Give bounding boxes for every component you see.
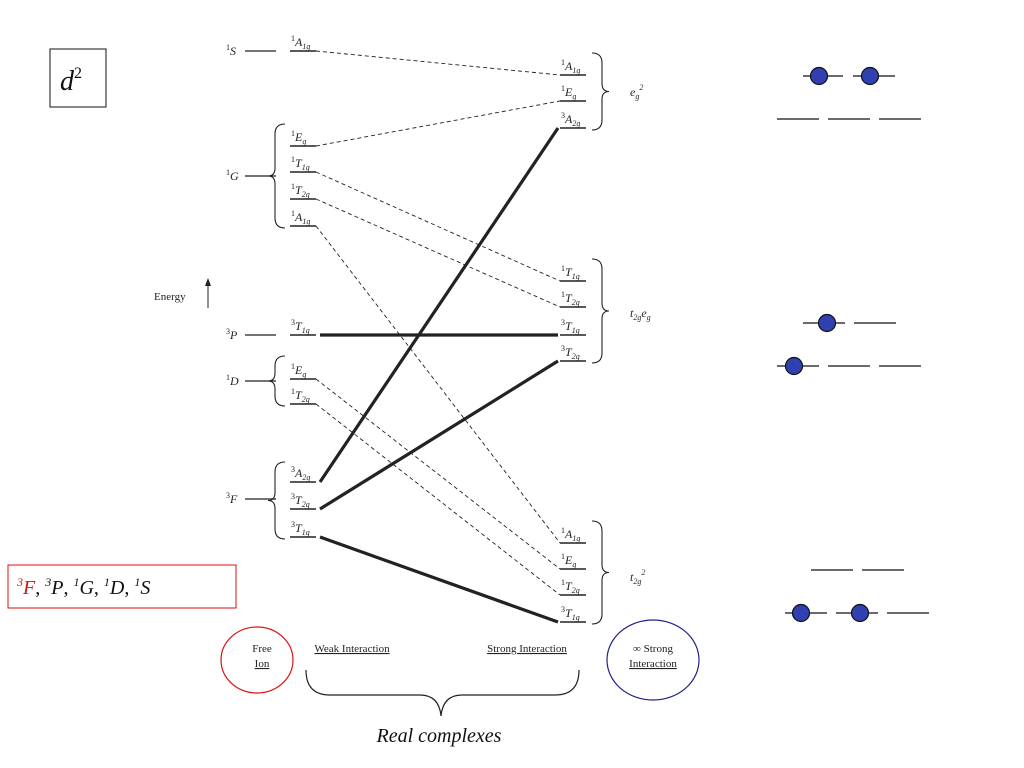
strong-level-label-s1Eg_e: 1Eg — [561, 84, 576, 101]
brace-t2geg — [591, 258, 610, 364]
weak-level-label-w1A1g_G: 1A1g — [291, 209, 310, 226]
weak-level-label-w1Eg_D: 1Eg — [291, 362, 306, 379]
energy-arrow-head — [205, 278, 211, 286]
strong-level-label-s1T2g_te: 1T2g — [561, 290, 580, 307]
strong-level-label-s3T2g_te: 3T2g — [561, 344, 580, 361]
info-boxes: d2 3F, 3P, 1G, 1D, 1S — [7, 48, 237, 609]
correlation-line-w1T1g_G-s1T1g_te — [315, 171, 561, 282]
weak-level-label-w3T2g_F: 3T2g — [291, 492, 310, 509]
correlation-line-w1T2g_D-s1T2g_t — [315, 403, 561, 596]
free-ion-term-1G: 1G — [226, 168, 239, 183]
braces — [267, 52, 610, 625]
configuration-label-eg2: eg2 — [630, 83, 643, 101]
brace-1D — [267, 355, 286, 407]
strong-level-label-s1T2g_t: 1T2g — [561, 578, 580, 595]
energy-axis-label: Energy — [154, 291, 186, 303]
brace-1G — [267, 123, 286, 229]
eg2-electron-1 — [809, 66, 829, 86]
t2g2-electron-2 — [850, 603, 870, 623]
t2geg-electron-1 — [817, 313, 837, 333]
correlation-line-w1A1g_S-s1A1g_e — [315, 50, 561, 76]
correlation-line-w1T2g_G-s1T2g_te — [315, 198, 561, 308]
real-complexes-label: Real complexes — [376, 725, 502, 747]
weak-interaction-label: Weak Interaction — [314, 643, 390, 655]
free-ion-label-line2: Ion — [255, 658, 270, 670]
correlation-line-w1A1g_G-s1A1g_t — [315, 225, 561, 544]
strong-level-label-s1T1g_te: 1T1g — [561, 264, 580, 281]
brace-eg2 — [591, 52, 610, 131]
infinite-strong-label-line1: ∞ Strong — [633, 643, 673, 655]
free-ion-terms-list: 3F, 3P, 1G, 1D, 1S — [16, 575, 150, 599]
weak-level-label-w1Eg_G: 1Eg — [291, 129, 306, 146]
eg2-electron-2 — [860, 66, 880, 86]
infinite-strong-circle — [606, 619, 700, 701]
real-complexes-brace — [305, 669, 580, 717]
correlation-line-w3A2g_F-s3A2g_e — [318, 127, 560, 483]
free-ion-label-line1: Free — [252, 643, 272, 655]
correlation-line-w1Eg_D-s1Eg_t — [315, 378, 561, 570]
correlation-lines — [315, 50, 561, 624]
weak-level-label-w1T1g_G: 1T1g — [291, 155, 310, 172]
weak-level-label-w1A1g_S: 1A1g — [291, 34, 310, 51]
configuration-label-t2geg: t2geg — [630, 306, 651, 322]
correlation-line-w3T2g_F-s3T2g_te — [319, 359, 559, 511]
free-ion-term-3F: 3F — [226, 491, 238, 506]
weak-level-label-w1T2g_D: 1T2g — [291, 387, 310, 404]
strong-level-label-s1Eg_t: 1Eg — [561, 552, 576, 569]
d2-box — [49, 48, 107, 108]
weak-level-label-w3A2g_F: 3A2g — [291, 465, 310, 482]
orbital-occupancy-diagrams — [777, 66, 929, 623]
brace-3F — [267, 461, 286, 540]
free-ion-terms-box — [7, 564, 237, 609]
free-ion-term-1S: 1S — [226, 43, 236, 58]
strong-level-label-s3T1g_t: 3T1g — [561, 605, 580, 622]
free-ion-circle — [220, 626, 294, 694]
t2g2-electron-1 — [791, 603, 811, 623]
strong-interaction-label: Strong Interaction — [487, 643, 567, 655]
strong-level-label-s1A1g_t: 1A1g — [561, 526, 580, 543]
weak-level-label-w3T1g_P: 3T1g — [291, 318, 310, 335]
strong-level-label-s1A1g_e: 1A1g — [561, 58, 580, 75]
weak-level-label-w3T1g_F: 3T1g — [291, 520, 310, 537]
correlation-line-w3T1g_F-s3T1g_t — [319, 535, 559, 624]
energy-levels — [245, 50, 586, 623]
level-labels: 1S 1G 3P 1D 3F 1A1g 1Eg 1T1g 1T2g 1A1g 3T1g 1Eg 1T2g… — [154, 34, 651, 622]
free-ion-term-1D: 1D — [226, 373, 239, 388]
strong-level-label-s3T1g_te: 3T1g — [561, 318, 580, 335]
d2-label: d2 — [60, 65, 82, 97]
configuration-label-t2g2: t2g2 — [630, 568, 645, 586]
free-ion-term-3P: 3P — [226, 327, 238, 342]
t2geg-electron-2 — [784, 356, 804, 376]
weak-level-label-w1T2g_G: 1T2g — [291, 182, 310, 199]
brace-t2g2 — [591, 520, 610, 625]
infinite-strong-label-line2: Interaction — [629, 658, 677, 670]
correlation-line-w1Eg_G-s1Eg_e — [315, 100, 561, 147]
strong-level-label-s3A2g_e: 3A2g — [561, 111, 580, 128]
